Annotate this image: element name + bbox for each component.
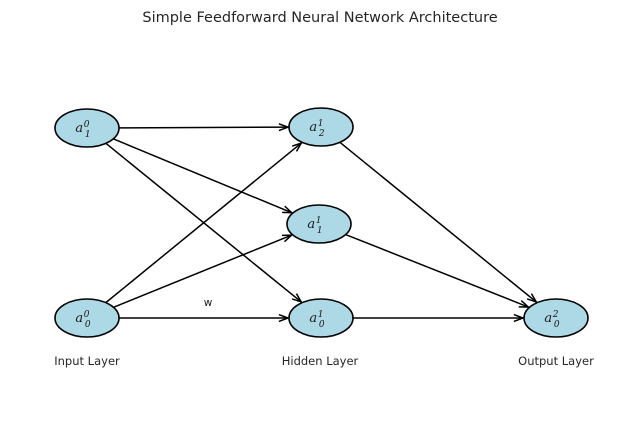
neuron-ellipse (54, 108, 120, 148)
neuron-ellipse (288, 107, 354, 147)
page-title: Simple Feedforward Neural Network Archit… (142, 10, 497, 26)
layer-caption-hidden-layer: Hidden Layer (282, 354, 359, 368)
edge-a0_0-to-a1_1 (113, 235, 291, 308)
edge-weight-label: w (204, 297, 213, 309)
edge-a0_0-to-a2_1 (105, 143, 301, 304)
edge-a1_0-to-a1_1 (112, 138, 291, 213)
edge-a1_1-to-a0_2 (345, 233, 528, 307)
neuron-ellipse (286, 204, 352, 244)
edge-labels-group: w (204, 297, 213, 309)
neuron-ellipse (523, 298, 589, 338)
layer-caption-input-layer: Input Layer (54, 354, 120, 368)
edges-group (105, 127, 536, 318)
neuron-ellipse (288, 298, 354, 338)
neuron-ellipse (54, 298, 120, 338)
edge-a2_1-to-a0_2 (339, 141, 536, 301)
layer-caption-output-layer: Output Layer (518, 354, 594, 368)
layer-captions-group: Input Layer Hidden Layer Output Layer (54, 354, 594, 368)
edge-a1_0-to-a2_1 (118, 127, 288, 128)
